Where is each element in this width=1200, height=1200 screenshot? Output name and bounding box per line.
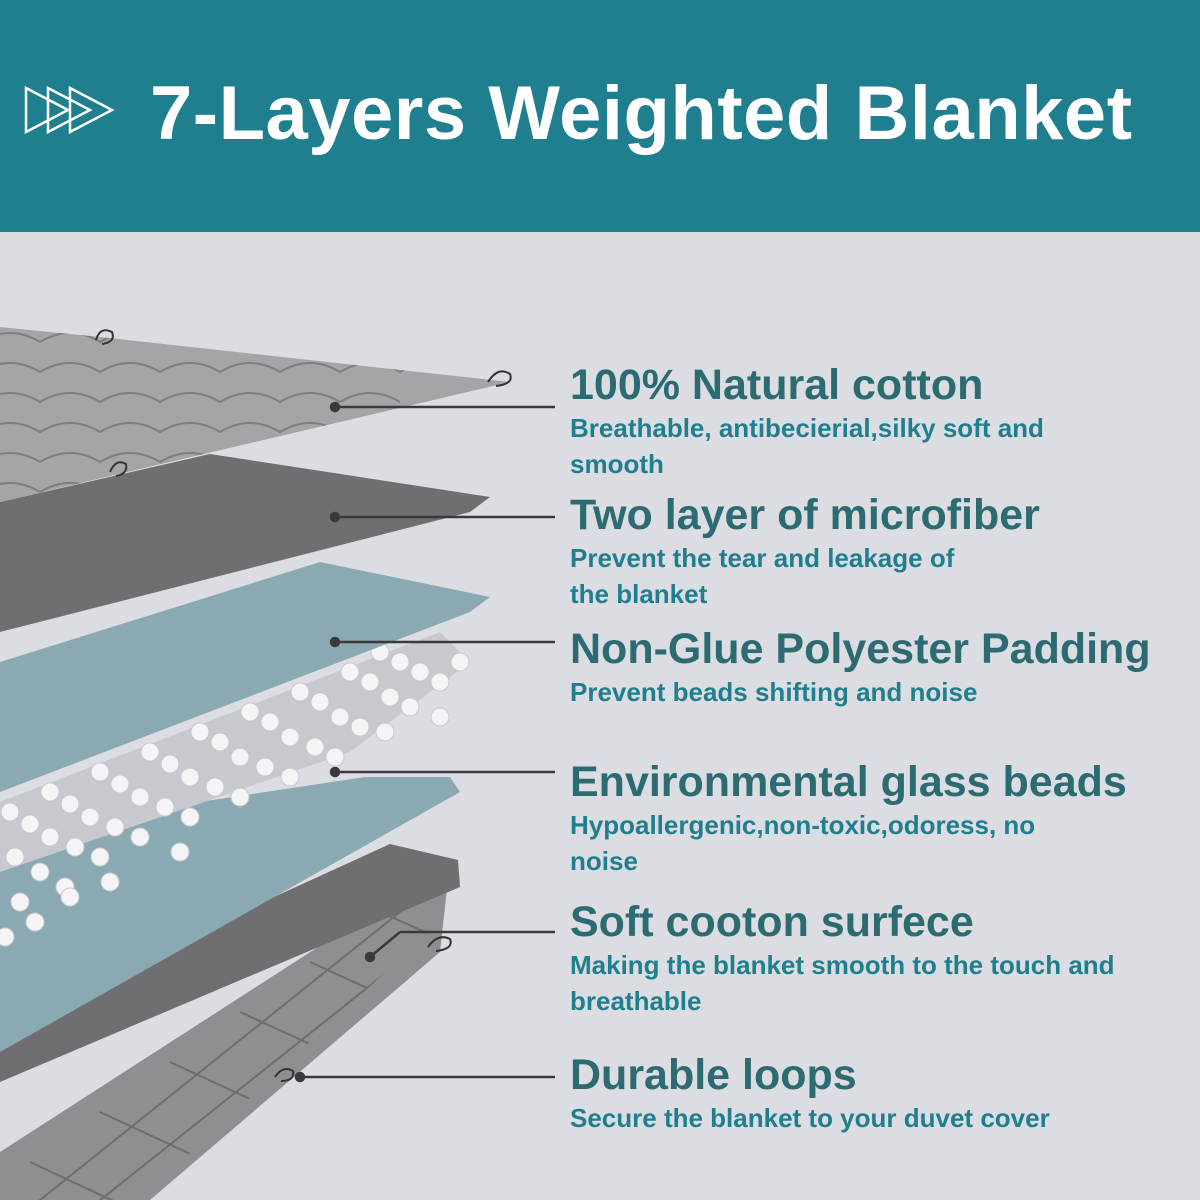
blanket-layers-illustration	[0, 327, 555, 1200]
header-banner: 7-Layers Weighted Blanket	[0, 0, 1200, 232]
feature-description: Making the blanket smooth to the touch a…	[570, 950, 1115, 1016]
feature-description: Prevent beads shifting and noise	[570, 677, 978, 707]
feature-description: Secure the blanket to your duvet cover	[570, 1103, 1050, 1133]
feature-title: Durable loops	[570, 1051, 857, 1099]
feature-description: Prevent the tear and leakage of the blan…	[570, 543, 955, 609]
feature-durable-loops: Durable loops Secure the blanket to your…	[570, 1050, 1190, 1136]
feature-title: Environmental glass beads	[570, 758, 1127, 806]
feature-title: Non-Glue Polyester Padding	[570, 625, 1151, 673]
feature-microfiber: Two layer of microfiber Prevent the tear…	[570, 490, 1190, 612]
glass-beads-layer	[0, 632, 470, 947]
feature-title: Two layer of microfiber	[570, 491, 1040, 539]
feature-description: Hypoallergenic,non-toxic,odoress, no noi…	[570, 810, 1036, 876]
content-area: 100% Natural cotton Breathable, antibeci…	[0, 232, 1200, 1200]
feature-description: Breathable, antibecierial,silky soft and…	[570, 413, 1044, 479]
feature-natural-cotton: 100% Natural cotton Breathable, antibeci…	[570, 360, 1190, 482]
feature-glass-beads: Environmental glass beads Hypoallergenic…	[570, 757, 1190, 879]
upper-microfiber-layer	[0, 454, 490, 632]
lower-microfiber-layer	[0, 844, 460, 1082]
feature-cotton-surface: Soft cooton surfece Making the blanket s…	[570, 897, 1190, 1019]
lower-padding-layer	[0, 777, 460, 1052]
feature-title: 100% Natural cotton	[570, 361, 984, 409]
feature-polyester-padding: Non-Glue Polyester Padding Prevent beads…	[570, 624, 1190, 710]
leader-lines	[294, 401, 555, 1083]
page-title: 7-Layers Weighted Blanket	[150, 71, 1133, 156]
triple-arrow-icon	[24, 85, 115, 135]
feature-title: Soft cooton surfece	[570, 898, 974, 946]
upper-padding-layer	[0, 562, 490, 792]
